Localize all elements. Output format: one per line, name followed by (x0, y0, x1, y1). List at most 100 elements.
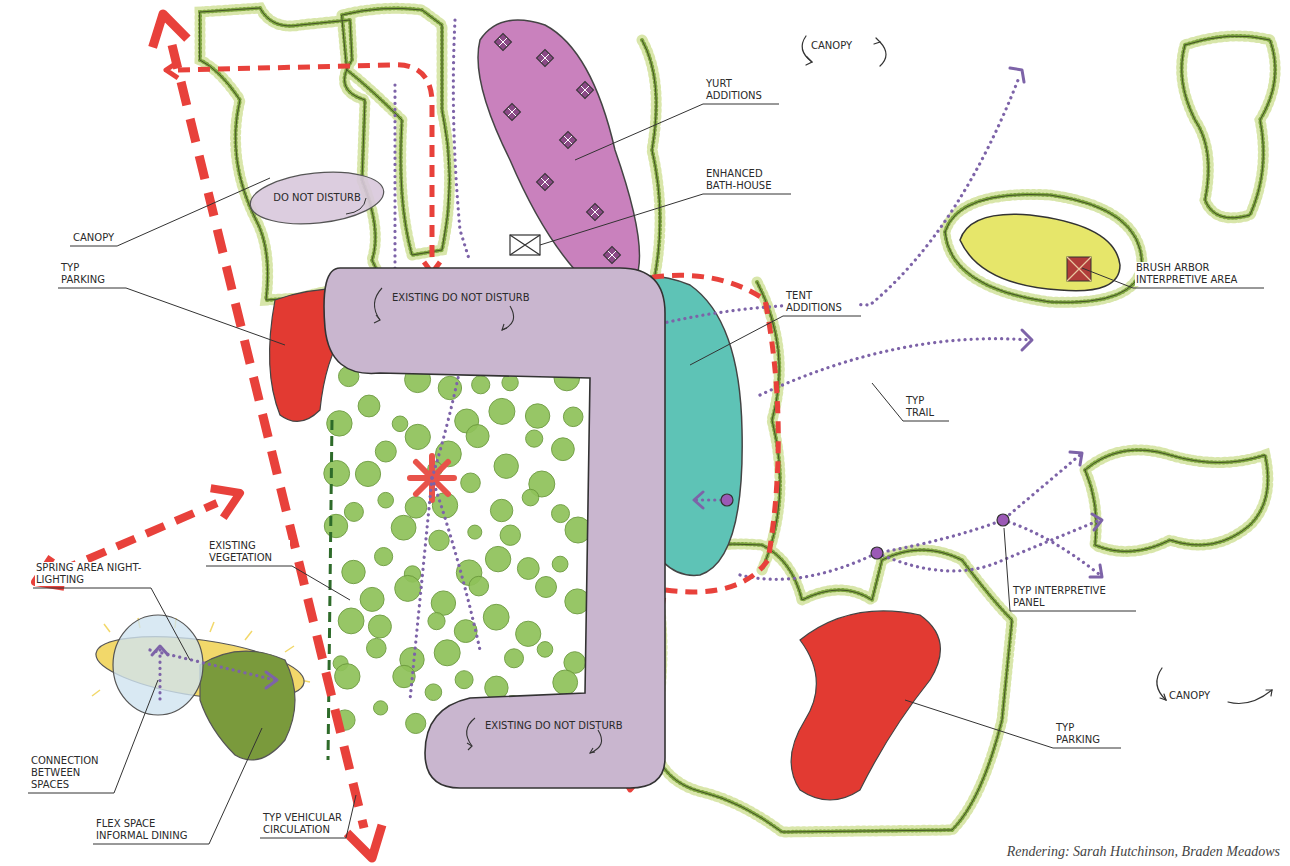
tree-canopy (552, 556, 568, 572)
trail (410, 478, 432, 700)
interpretive-panel (871, 547, 883, 559)
bath-house (510, 235, 540, 255)
leader-line (260, 795, 356, 838)
canopy-edge (200, 8, 1275, 832)
trail-arrow (1090, 565, 1102, 577)
tree-canopy (525, 404, 549, 428)
callout-label: EXISTING VEGETATION (208, 540, 290, 564)
vehicular-circulation (172, 45, 364, 828)
yurt-area (587, 204, 604, 221)
leader-line (540, 194, 791, 245)
zone-outline (320, 268, 670, 790)
tree-canopy (375, 441, 396, 462)
canopy-edge (200, 8, 386, 300)
tree-canopy (378, 492, 394, 508)
spring-area (200, 651, 295, 760)
tree-canopy (434, 640, 460, 666)
canopy-edge (1085, 450, 1268, 551)
vehicular-circulation (178, 65, 432, 260)
tree-canopy (489, 398, 515, 424)
canopy-edge (945, 194, 1142, 302)
yurt-area (478, 20, 640, 288)
tree-canopy (395, 575, 421, 601)
tree-canopy (367, 638, 387, 658)
tree-canopy (405, 497, 427, 519)
tree-canopy (472, 376, 490, 394)
trail (432, 478, 480, 650)
tree-canopy (335, 664, 360, 689)
canopy-arrow (1266, 690, 1272, 696)
callout-label: TYP TRAIL (905, 395, 947, 419)
zone-outline (248, 166, 386, 230)
canopy-edge (642, 40, 660, 290)
zone-text: EXISTING DO NOT DISTURB (485, 720, 623, 732)
tree-canopy (485, 546, 510, 571)
trail (393, 85, 396, 290)
zone-arrow (467, 743, 472, 750)
interpretive-panel (721, 494, 1009, 559)
brush-arbor (1067, 257, 1091, 281)
yurt-area (504, 104, 521, 121)
leader-line (58, 288, 285, 345)
callout-label: TYP INTERPRETIVE PANEL (1012, 585, 1134, 609)
tree-canopy (360, 587, 384, 611)
callout-label: TYP VEHICULAR CIRCULATION (262, 812, 344, 836)
area-label: CANOPY (810, 40, 853, 52)
leader-line (1004, 528, 1136, 611)
leader-line (905, 700, 1121, 748)
trail-arrow (266, 672, 277, 688)
tree-canopy (368, 615, 391, 638)
canopy-edge (1182, 36, 1275, 218)
canopy-edge (642, 40, 660, 290)
callout-label: YURT ADDITIONS (705, 78, 777, 102)
zone-outline (324, 268, 665, 788)
vehicular-circulation (153, 14, 188, 47)
leader-line (690, 316, 861, 365)
tree-canopy (468, 525, 482, 539)
canopy-edge (652, 544, 1012, 832)
canopy-arrow (1157, 668, 1166, 700)
tree-canopy (526, 430, 543, 447)
tree-canopy (490, 499, 512, 521)
yurt-area (577, 82, 594, 99)
tree-canopy (466, 425, 489, 448)
vehicular-circulation (347, 825, 382, 858)
trail (877, 520, 1100, 571)
yurt-area (495, 34, 512, 51)
callout-label: TYP PARKING (60, 262, 124, 286)
callout-label: SPRING AREA NIGHT-LIGHTING (35, 562, 149, 586)
spring-area (113, 615, 203, 715)
vehicular-circulation (166, 62, 178, 78)
leader-line (872, 383, 949, 421)
bath-house (510, 235, 540, 255)
canopy-edge (200, 8, 1275, 832)
interpretive-panel (997, 514, 1009, 526)
vehicular-circulation (211, 488, 240, 517)
tree-canopy (563, 407, 583, 427)
trail (158, 650, 161, 700)
leader-line (33, 588, 190, 660)
zone-arrow (502, 306, 514, 330)
zone-text: EXISTING DO NOT DISTURB (392, 292, 530, 304)
tree-canopy (461, 473, 481, 493)
canopy-edge (945, 194, 1142, 302)
spring-area (92, 615, 310, 760)
tree-canopy (516, 621, 541, 646)
callout-label: ENHANCED BATH-HOUSE (705, 168, 789, 192)
bath-house (510, 235, 540, 255)
canopy-arrow (880, 42, 886, 66)
canopy-arrow (874, 38, 880, 44)
tree-canopy (500, 525, 520, 545)
tree-canopy (344, 502, 363, 521)
callout-label: TYP PARKING (1055, 722, 1119, 746)
tree-canopy (505, 649, 524, 668)
canopy-edge (200, 8, 1275, 832)
canopy-edge (652, 544, 1012, 832)
leader-line (575, 104, 779, 160)
tree-canopy (405, 424, 430, 449)
tree-canopy (432, 493, 457, 518)
credit-caption: Rendering: Sarah Hutchinson, Braden Mead… (1007, 844, 1280, 860)
canopy-edge (200, 8, 1275, 832)
interpretive-panel (721, 494, 733, 506)
